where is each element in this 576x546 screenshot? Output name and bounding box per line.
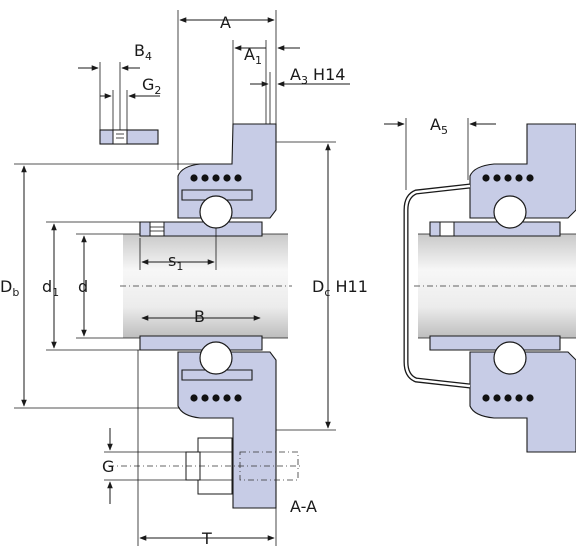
label-A3-H14: A3 H14: [290, 65, 345, 87]
dimension-lines: [14, 10, 496, 546]
label-T: T: [201, 529, 212, 546]
label-d1: d1: [42, 277, 59, 299]
label-B4: B4: [134, 41, 152, 63]
seal-dots-upper-left: [190, 174, 242, 182]
dimension-labels: A A1 A3 H14 B4 G2 Db d1 d s1 B Dc H11 G …: [0, 13, 448, 546]
ball-lower-left: [199, 341, 233, 375]
label-s1: s1: [168, 251, 183, 273]
inner-ring-lower: [139, 335, 263, 351]
label-Db: Db: [0, 277, 19, 299]
label-G: G: [102, 457, 114, 476]
label-Dc-H11: Dc H11: [312, 277, 368, 299]
section-label: A-A: [290, 497, 317, 516]
lubrication-detail: [99, 129, 159, 145]
right-view: [403, 123, 576, 453]
ball-upper-left: [199, 195, 233, 229]
label-G2: G2: [142, 75, 161, 97]
set-screw: [149, 221, 165, 237]
label-A1: A1: [244, 45, 262, 67]
label-B: B: [194, 307, 205, 326]
label-A: A: [220, 13, 231, 32]
seal-dots-lower-left: [190, 394, 242, 402]
label-d: d: [78, 277, 88, 296]
label-A5: A5: [430, 115, 448, 137]
